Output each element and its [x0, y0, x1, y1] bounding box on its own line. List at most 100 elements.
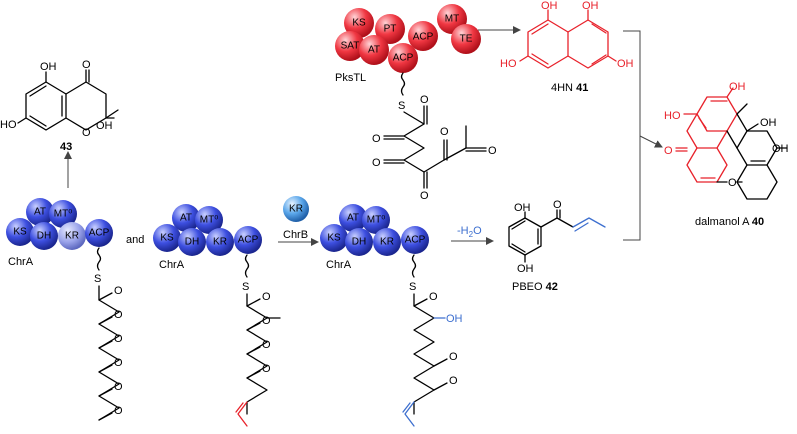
domain-label: DH [352, 237, 366, 248]
atom-label: O [664, 145, 673, 157]
domain-label: MT⁰ [367, 215, 385, 226]
compound-41: OH OH HO OH 4HN 41 [500, 0, 634, 94]
compound-40-label: dalmanol A 40 [695, 216, 764, 228]
thioester-s: S [409, 281, 416, 293]
carbonyl-o: O [262, 291, 271, 303]
chra-right-enzyme: AT MT⁰ KS DH KR ACP ChrA [320, 204, 429, 271]
domain-label: MT⁰ [54, 209, 72, 220]
hydroxyl-oh: OH [446, 313, 463, 325]
chra-left-enzyme: AT MT⁰ KS DH KR ACP ChrA [6, 198, 113, 268]
domain-label: DH [37, 231, 51, 242]
pkstl-domain-label: ACP [393, 53, 414, 64]
atom-label: OH [96, 120, 113, 132]
thioester-s: S [242, 281, 249, 293]
domain-label: DH [185, 237, 199, 248]
pkstl-enzyme: KS PT MT SAT AT ACP TE ACP PksTL [335, 4, 481, 84]
pkstl-domain-label: KS [352, 18, 366, 29]
domain-label: AT [180, 213, 192, 224]
chrb-enzyme: KR ChrB [283, 196, 309, 241]
domain-label: ACP [89, 228, 110, 239]
compound-40: OH HO O OH OH O dalmanol A 40 [664, 81, 789, 228]
carbonyl-o: O [262, 339, 271, 351]
atom-label: OH [729, 81, 746, 93]
domain-label: MT⁰ [200, 215, 218, 226]
atom-label: HO [664, 110, 681, 122]
atom-label: OH [582, 0, 599, 12]
domain-label: ACP [238, 235, 259, 246]
chra-mid-enzyme: AT MT⁰ KS DH KR ACP ChrA [153, 204, 262, 271]
pkstl-sat-domain [335, 31, 365, 61]
chra-label: ChrA [326, 259, 352, 271]
compound-43-label: 43 [60, 141, 72, 153]
convergence-bracket [623, 30, 641, 241]
thioester-s: S [94, 273, 101, 285]
pkstl-ks-domain [344, 8, 374, 38]
pkstl-domain-label: TE [460, 34, 473, 45]
carbonyl-o: O [488, 145, 497, 157]
carbonyl-o: O [114, 333, 123, 345]
pkstl-label: PksTL [335, 72, 366, 84]
compound-42-label: PBEO 42 [512, 281, 558, 293]
pkstl-acp2-domain [388, 43, 418, 73]
chra-left-chain: S O O O O O O [94, 247, 123, 421]
domain-label: KS [160, 233, 174, 244]
carbonyl-o: O [262, 315, 271, 327]
thioester-s: S [398, 100, 405, 112]
pkstl-domain-label: MT [445, 14, 459, 25]
atom-label: HO [500, 58, 517, 70]
atom-label: OH [617, 58, 634, 70]
pkstl-acp1-domain [408, 21, 438, 51]
carbonyl-o: O [372, 133, 381, 145]
carbonyl-o: O [114, 309, 123, 321]
chra-label: ChrA [159, 259, 185, 271]
carbonyl-o: O [114, 381, 123, 393]
pkstl-pt-domain [375, 14, 405, 44]
atom-label: O [82, 127, 91, 139]
carbonyl-o: O [114, 357, 123, 369]
carbonyl-o: O [449, 375, 458, 387]
compound-41-label: 4HN 41 [551, 82, 588, 94]
carbonyl-o: O [114, 285, 123, 297]
carbonyl-o: O [440, 126, 449, 138]
domain-label: AT [347, 213, 359, 224]
atom-label: OH [760, 117, 777, 129]
carbonyl-o: O [262, 363, 271, 375]
domain-label: AT [34, 207, 46, 218]
atom-label: OH [517, 263, 534, 275]
pkstl-domain-label: PT [384, 24, 397, 35]
atom-label: O [82, 59, 91, 71]
atom-label: OH [40, 61, 57, 73]
carbonyl-o: O [372, 157, 381, 169]
carbonyl-o: O [449, 351, 458, 363]
and-connector: and [126, 234, 144, 246]
carbonyl-o: O [420, 190, 429, 202]
pkstl-te-domain [451, 24, 481, 54]
atom-label: O [553, 199, 562, 211]
pkstl-polyketide-chain: S O O O O O O [372, 72, 497, 202]
domain-label: KR [65, 231, 79, 242]
domain-label: KS [327, 233, 341, 244]
atom-label: OH [514, 202, 531, 214]
pkstl-domain-label: SAT [341, 41, 360, 52]
reaction-arrow [639, 135, 663, 148]
compound-43: OH O HO O OH 43 [0, 59, 119, 153]
atom-label: O [728, 177, 737, 189]
pkstl-domain-label: AT [368, 45, 380, 56]
atom-label: OH [541, 0, 558, 12]
domain-label: KR [213, 237, 227, 248]
atom-label: HO [0, 119, 17, 131]
domain-label: KR [380, 237, 394, 248]
chrb-label: ChrB [283, 229, 308, 241]
domain-label: ACP [405, 235, 426, 246]
carbonyl-o: O [114, 405, 123, 417]
domain-label: KS [13, 227, 27, 238]
carbonyl-o: O [420, 94, 429, 106]
carbonyl-o: O [429, 291, 438, 303]
water-loss-label: -H2O [457, 225, 482, 239]
chra-mid-chain: S O O O O [235, 254, 281, 427]
chra-label: ChrA [8, 256, 34, 268]
chra-right-chain: S O OH O O [402, 254, 463, 427]
chra-kr-domain-light [58, 222, 86, 250]
pkstl-domain-label: ACP [413, 32, 434, 43]
